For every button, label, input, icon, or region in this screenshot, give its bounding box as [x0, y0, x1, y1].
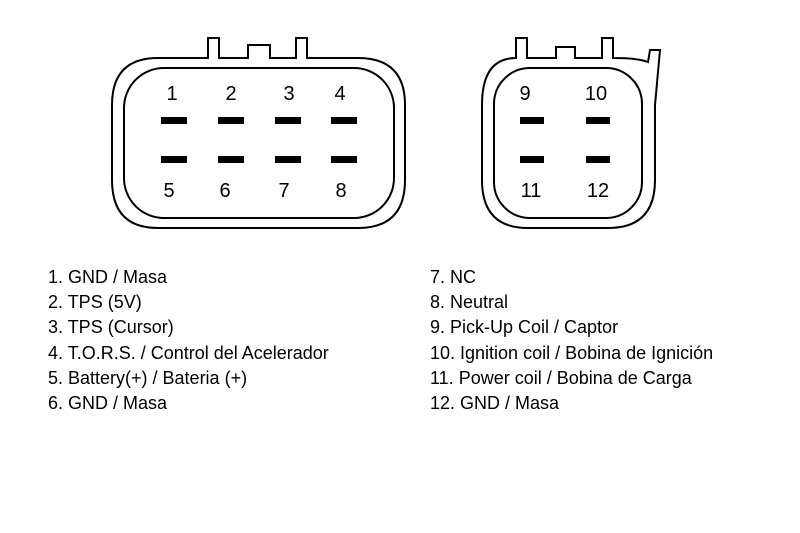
pin-6-terminal: [218, 156, 244, 163]
pin-11-terminal: [520, 156, 544, 163]
pin-12-terminal: [586, 156, 610, 163]
pin-label: 1: [166, 83, 177, 105]
pin-label: 9: [519, 83, 530, 105]
legend-item: 2. TPS (5V): [48, 292, 142, 313]
connector-b-inner-shell: [493, 67, 643, 219]
connector-b-outer-shell: [481, 37, 662, 229]
legend-item: 11. Power coil / Bobina de Carga: [430, 367, 692, 388]
pin-3-terminal: [275, 117, 301, 124]
connector-b-labels: 9 10 11 12: [519, 83, 609, 202]
pin-label: 5: [163, 180, 174, 202]
legend-item: 10. Ignition coil / Bobina de Ignición: [430, 342, 714, 363]
legend-item: 7. NC: [430, 267, 477, 287]
pin-8-terminal: [331, 156, 357, 163]
pin-9-terminal: [520, 117, 544, 124]
pin-label: 4: [334, 83, 345, 105]
pin-4-terminal: [331, 117, 357, 124]
pin-label: 7: [278, 180, 289, 202]
pin-2-terminal: [218, 117, 244, 124]
legend-item: 5. Battery(+) / Bateria (+): [48, 367, 248, 388]
pin-5-terminal: [161, 156, 187, 163]
connector-a-outer-shell: [111, 37, 406, 229]
connector-b: [481, 37, 662, 229]
legend-item: 8. Neutral: [430, 292, 509, 313]
connector-a-inner-shell: [123, 67, 395, 219]
pin-label: 2: [225, 83, 236, 105]
pin-label: 6: [219, 180, 230, 202]
pin-legend-right: 7. NC 8. Neutral 9. Pick-Up Coil / Capto…: [430, 265, 713, 416]
pin-1-terminal: [161, 117, 187, 124]
connector-a-pins: [161, 117, 357, 163]
legend-item: 9. Pick-Up Coil / Captor: [430, 317, 619, 338]
legend-item: 1. GND / Masa: [48, 267, 168, 287]
pin-legend-left: 1. GND / Masa 2. TPS (5V) 3. TPS (Cursor…: [48, 265, 329, 416]
legend-item: 3. TPS (Cursor): [48, 317, 174, 338]
legend-item: 6. GND / Masa: [48, 393, 168, 414]
pin-label: 10: [585, 83, 607, 105]
connector-a-labels: 1 2 3 4 5 6 7 8: [163, 83, 346, 202]
connector-b-pins: [520, 117, 610, 163]
pin-label: 12: [587, 180, 609, 202]
legend-item: 12. GND / Masa: [430, 393, 560, 414]
pin-label: 3: [283, 83, 294, 105]
legend-item: 4. T.O.R.S. / Control del Acelerador: [48, 342, 329, 363]
pin-label: 8: [335, 180, 346, 202]
pin-10-terminal: [586, 117, 610, 124]
connector-a: [111, 37, 406, 229]
pin-7-terminal: [275, 156, 301, 163]
pin-label: 11: [521, 180, 542, 202]
